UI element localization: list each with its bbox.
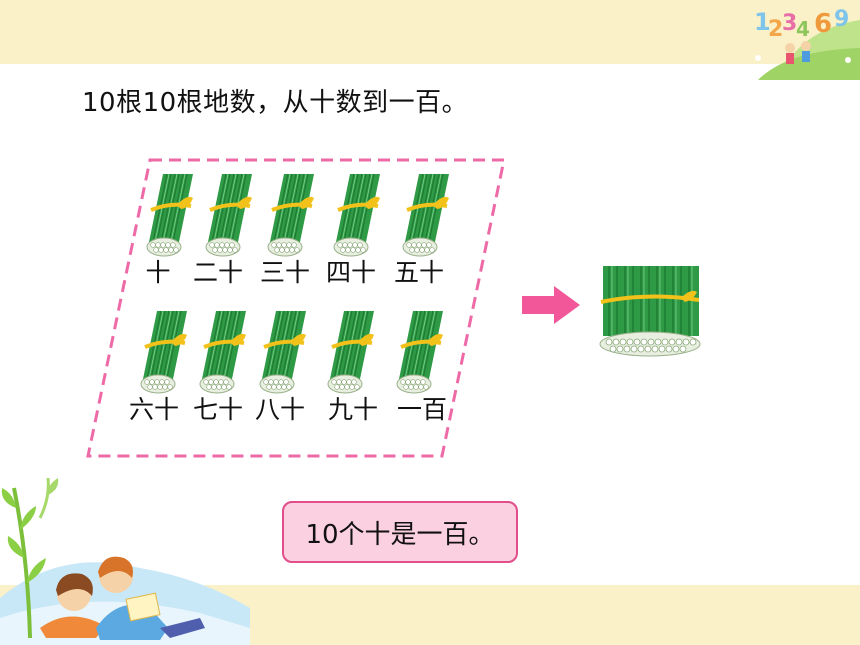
stick-bundle-icon — [401, 172, 451, 258]
instruction-heading: 10根10根地数，从十数到一百。 — [82, 88, 469, 118]
bundles-dashed-frame — [86, 158, 506, 458]
stick-bundle-icon — [204, 172, 254, 258]
stick-bundle-icon — [395, 309, 445, 395]
corner-digit: 3 — [782, 11, 797, 36]
corner-digit: 1 — [754, 8, 771, 36]
stick-bundle-icon — [139, 309, 189, 395]
stick-bundle-icon — [258, 309, 308, 395]
hundred-stick-bundle-icon — [599, 266, 701, 357]
top-band — [0, 0, 860, 64]
count-label: 十 — [145, 258, 171, 287]
numbers-corner-decoration: 1 2 3 4 6 9 — [754, 7, 860, 80]
children-corner-decoration — [0, 478, 250, 645]
stick-bundle-icon — [332, 172, 382, 258]
count-label: 八十 — [254, 395, 305, 424]
conclusion-text: 10个十是一百。 — [305, 519, 495, 550]
count-label: 九十 — [327, 395, 378, 424]
corner-digit: 2 — [768, 17, 783, 42]
stick-bundle-icon — [326, 309, 376, 395]
corner-digit: 4 — [796, 17, 810, 41]
count-label: 七十 — [192, 395, 243, 424]
stick-bundle-icon — [266, 172, 316, 258]
count-label: 三十 — [259, 258, 310, 287]
count-label: 二十 — [192, 258, 243, 287]
conclusion-box: 10个十是一百。 — [282, 501, 518, 563]
count-label: 六十 — [128, 395, 179, 424]
corner-digit: 9 — [834, 7, 849, 32]
stick-bundle-icon — [198, 309, 248, 395]
corner-digit: 6 — [814, 9, 832, 39]
count-label: 五十 — [393, 258, 444, 287]
count-label: 一百 — [396, 395, 447, 424]
count-label: 四十 — [325, 258, 376, 287]
arrow-right-icon — [522, 286, 580, 324]
stick-bundle-icon — [145, 172, 195, 258]
